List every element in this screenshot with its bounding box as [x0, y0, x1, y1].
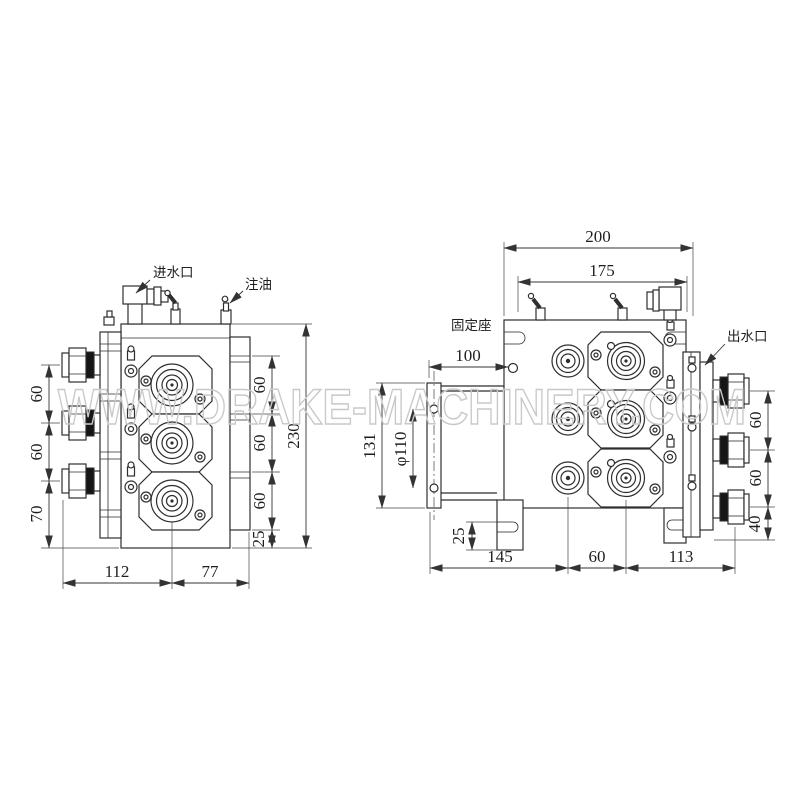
right-view-mount-bracket — [426, 371, 504, 520]
left-view-right-dim-chain: 60 60 60 25 — [232, 355, 312, 549]
dim-100-label: 100 — [455, 346, 481, 365]
oil-label: 注油 — [245, 277, 272, 292]
right-view-bracket-height-dim: 131 — [360, 382, 425, 509]
outlet-connector — [712, 373, 750, 409]
left-view-oil-fitting — [220, 295, 232, 325]
oil-leader-line — [229, 290, 244, 304]
dim-77-label: 77 — [202, 562, 220, 581]
left-view-left-dim-chain: 60 60 70 — [27, 364, 119, 549]
inlet-label: 进水口 — [153, 265, 194, 280]
right-view-foot-dim: 25 — [449, 521, 523, 551]
left-view-hose-connectors — [61, 347, 101, 499]
dim-112-label: 112 — [105, 562, 130, 581]
dim-200-label: 200 — [585, 227, 611, 246]
right-view-elbow-fitting — [646, 286, 682, 321]
dim-25-label: 25 — [249, 531, 268, 548]
dim-40-label: 40 — [745, 516, 764, 533]
left-view-grease-nipples — [124, 345, 138, 494]
left-view-height-dim: 230 — [232, 323, 312, 549]
right-view-bottom-dims: 145 60 113 — [429, 497, 736, 574]
left-view-mid-nipple-fitting — [164, 289, 181, 325]
right-view-ports — [606, 341, 646, 498]
dim-60-label: 60 — [27, 444, 46, 461]
dim-145-label: 145 — [487, 547, 513, 566]
right-view-top-dims: 200 175 — [503, 227, 694, 316]
left-view-inlet-elbow-fitting — [122, 285, 169, 325]
dim-60-label: 60 — [250, 435, 269, 452]
dim-60-label: 60 — [746, 470, 765, 487]
dim-25-label: 25 — [449, 528, 468, 545]
right-view-bosses — [551, 344, 585, 495]
dim-60-label: 60 — [746, 412, 765, 429]
dim-phi110-label: φ110 — [391, 432, 410, 467]
left-view: 进水口 注油 60 60 60 25 230 — [27, 265, 312, 589]
dim-113-label: 113 — [669, 547, 694, 566]
right-view-top-nipple-1 — [527, 292, 546, 321]
left-view-mount-plate — [99, 310, 122, 539]
outlet-label: 出水口 — [727, 329, 768, 344]
dim-60-label: 60 — [27, 386, 46, 403]
right-view: 固定座 出水口 200 175 100 131 — [360, 227, 775, 574]
inlet-leader-line — [135, 279, 151, 294]
dim-60-label: 60 — [250, 493, 269, 510]
dim-131-label: 131 — [360, 433, 379, 459]
dim-230-label: 230 — [284, 423, 303, 449]
left-view-bottom-dims: 112 77 — [62, 500, 250, 589]
dim-60-label: 60 — [250, 377, 269, 394]
right-view-screws — [590, 341, 661, 495]
right-view-outlet-assembly — [682, 351, 750, 538]
watermark-text: WWW.DRAKE-MACHINERY.COM — [58, 379, 746, 435]
hose-connector — [61, 405, 101, 441]
hose-connector — [61, 463, 101, 499]
right-view-hole-circle-dim: φ110 — [391, 408, 417, 489]
outlet-leader-line — [704, 343, 726, 366]
left-view-ports — [150, 363, 194, 523]
right-view-right-dim-chain: 60 60 40 — [714, 390, 775, 541]
dim-175-label: 175 — [589, 261, 615, 280]
left-view-screws — [140, 375, 206, 521]
right-view-offset-dim: 100 — [428, 346, 509, 378]
outlet-connector — [712, 489, 750, 525]
outlet-connector — [712, 432, 750, 468]
right-view-top-nipple-2 — [609, 292, 628, 321]
hose-connector — [61, 347, 101, 383]
mount-label: 固定座 — [451, 318, 492, 333]
dim-70-label: 70 — [27, 506, 46, 523]
dim-60-label: 60 — [589, 547, 606, 566]
